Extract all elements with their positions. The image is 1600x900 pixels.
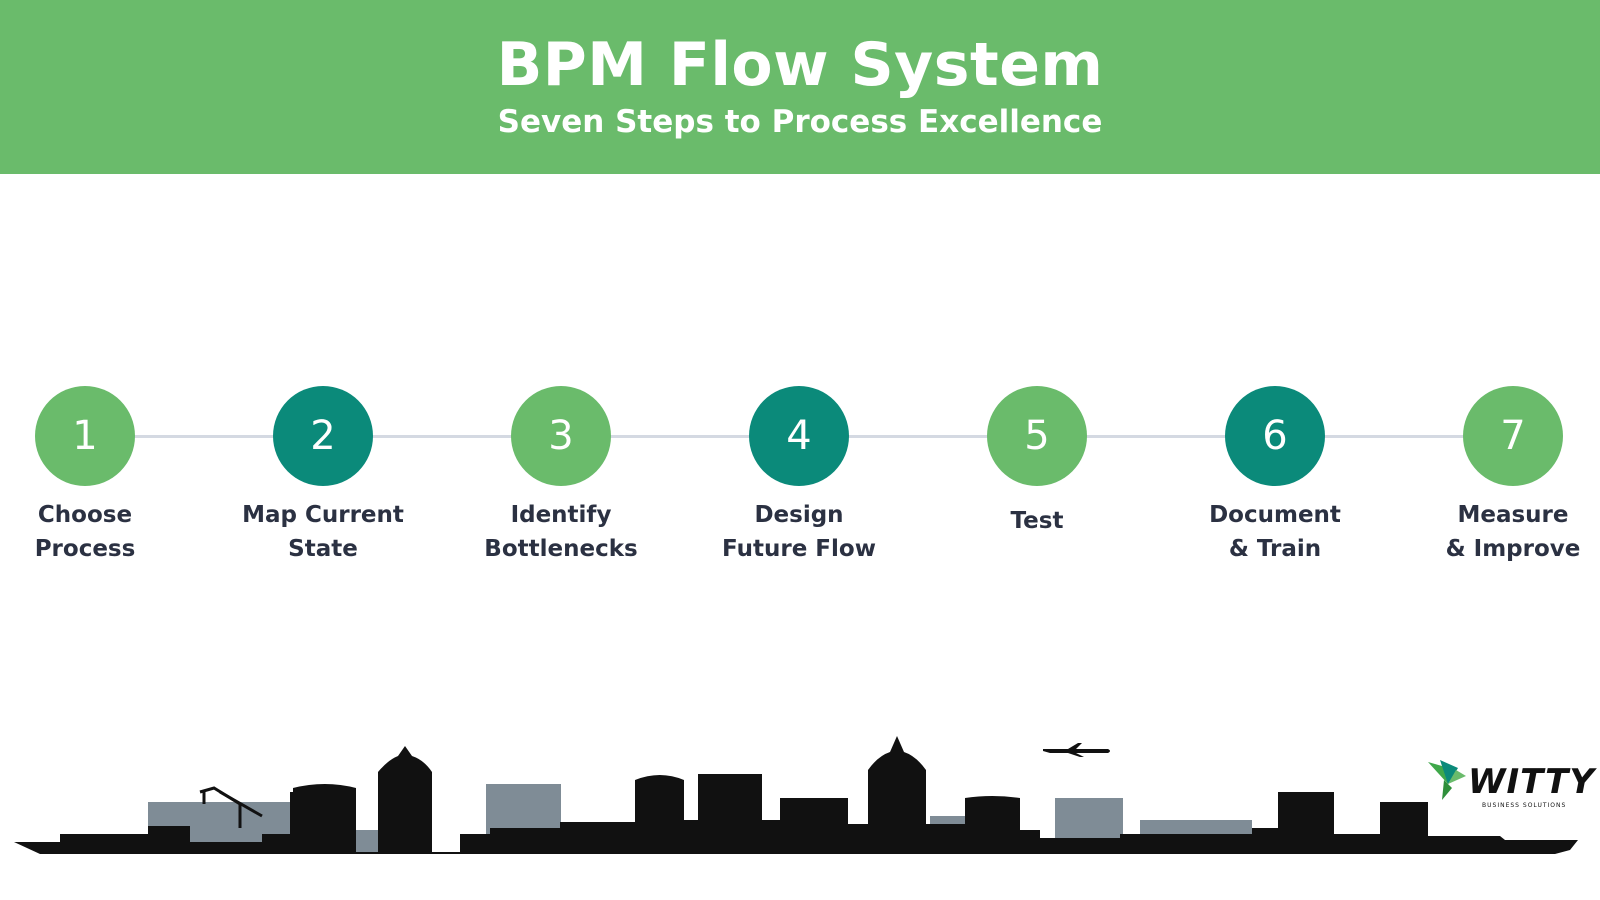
- bird-logo-icon: [1428, 760, 1466, 800]
- step-3: 3 Identify Bottlenecks: [461, 386, 661, 566]
- step-6-number: 6: [1262, 413, 1288, 459]
- step-4-circle: 4: [749, 386, 849, 486]
- skyline-front-buildings: [14, 736, 1578, 854]
- harbor-crane: [199, 786, 263, 828]
- step-2: 2 Map Current State: [223, 386, 423, 566]
- step-4-number: 4: [786, 413, 812, 459]
- city-skyline-illustration: [14, 736, 1578, 854]
- logo-tagline: BUSINESS SOLUTIONS: [1482, 802, 1567, 809]
- step-5-number: 5: [1024, 413, 1050, 459]
- step-2-number: 2: [310, 413, 336, 459]
- step-7-label: Measure & Improve: [1445, 502, 1581, 562]
- step-4-label: Design Future Flow: [722, 502, 876, 562]
- step-1-circle: 1: [35, 386, 135, 486]
- airplane-icon: [1043, 743, 1110, 757]
- step-1: 1 Choose Process: [0, 386, 185, 566]
- step-6: 6 Document & Train: [1175, 386, 1375, 566]
- step-7-number: 7: [1500, 413, 1526, 459]
- step-2-label: Map Current State: [242, 502, 404, 562]
- step-5: 5 Test: [937, 386, 1137, 538]
- logo-wordmark: WITTY: [1468, 762, 1595, 802]
- step-3-label: Identify Bottlenecks: [484, 502, 638, 562]
- step-5-circle: 5: [987, 386, 1087, 486]
- page-title: BPM Flow System: [496, 30, 1104, 100]
- step-7-circle: 7: [1463, 386, 1563, 486]
- step-7: 7 Measure & Improve: [1413, 386, 1600, 566]
- step-1-number: 1: [72, 413, 98, 459]
- step-5-label: Test: [1010, 508, 1064, 534]
- step-6-circle: 6: [1225, 386, 1325, 486]
- step-4: 4 Design Future Flow: [699, 386, 899, 566]
- step-6-label: Document & Train: [1209, 502, 1341, 562]
- page-subtitle: Seven Steps to Process Excellence: [497, 104, 1103, 140]
- header-banner: BPM Flow System Seven Steps to Process E…: [0, 0, 1600, 174]
- step-3-circle: 3: [511, 386, 611, 486]
- step-1-label: Choose Process: [34, 502, 136, 562]
- witty-logo: WITTY BUSINESS SOLUTIONS: [1426, 758, 1594, 814]
- step-2-circle: 2: [273, 386, 373, 486]
- step-3-number: 3: [548, 413, 574, 459]
